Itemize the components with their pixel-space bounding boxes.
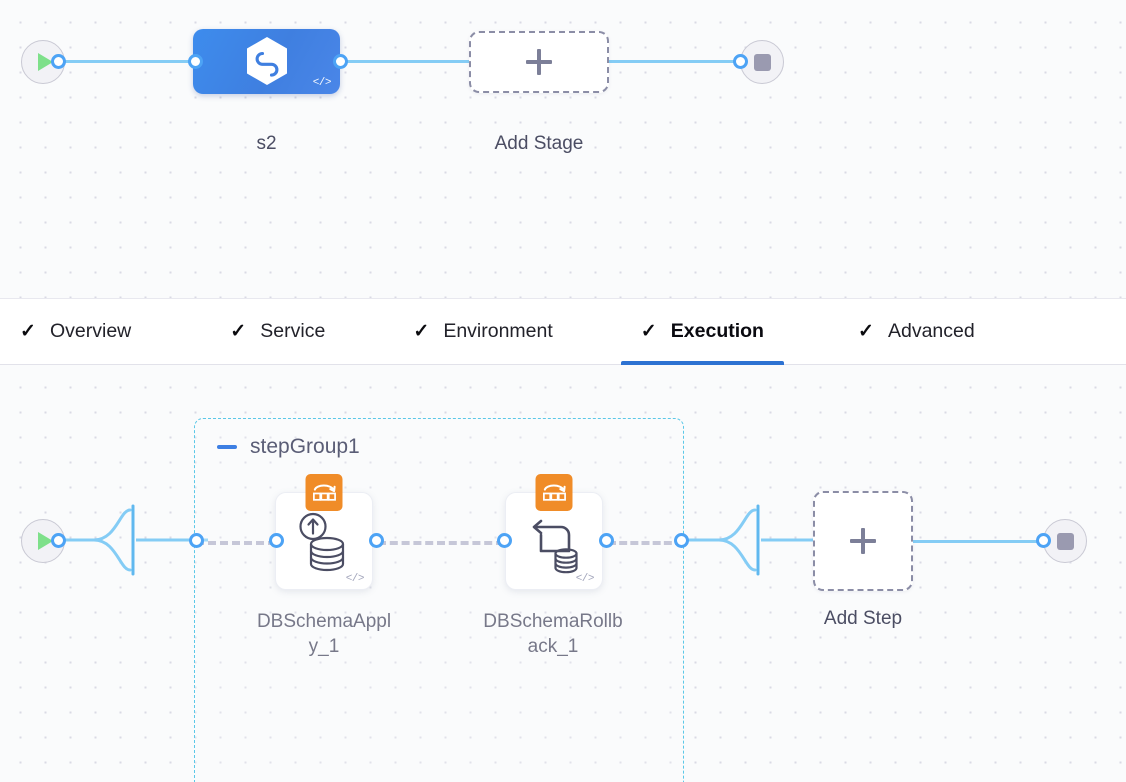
check-icon: ✓ — [640, 321, 657, 342]
add-step-node[interactable] — [813, 491, 913, 591]
tab-overview-label: Overview — [50, 320, 132, 342]
add-stage-label: Add Stage — [494, 133, 584, 154]
harness-hexagon-icon — [246, 36, 287, 85]
stage-node-in-port[interactable] — [188, 54, 203, 69]
tab-overview[interactable]: ✓ Overview — [20, 298, 131, 365]
step-group-1[interactable]: stepGroup1 — [194, 418, 684, 782]
edge-step2-to-group-out — [608, 541, 683, 545]
db-schema-migration-icon — [305, 474, 343, 511]
tab-service[interactable]: ✓ Service — [230, 298, 325, 365]
check-icon: ✓ — [857, 321, 874, 342]
execution-stop-in-port[interactable] — [1036, 533, 1051, 548]
step-node-dbschemaapply-label: DBSchemaAppl y_1 — [239, 609, 409, 659]
stage-node-out-port[interactable] — [333, 54, 348, 69]
pipeline-stage-canvas[interactable]: </> s2 Add Stage — [0, 0, 1126, 298]
connector-start-to-stepgroup — [58, 504, 208, 576]
check-icon: ✓ — [230, 321, 247, 342]
step-node-dbschemarollback-label: DBSchemaRollb ack_1 — [467, 609, 639, 659]
stage-code-badge: </> — [312, 77, 332, 89]
minus-icon[interactable] — [217, 445, 237, 449]
stop-node-in-port[interactable] — [733, 54, 748, 69]
tab-environment-label: Environment — [443, 320, 553, 342]
step-node-dbschemarollback[interactable]: </> — [505, 474, 603, 590]
database-rollback-arrow-icon — [532, 519, 578, 574]
db-schema-migration-icon — [535, 474, 573, 511]
stop-icon — [753, 53, 771, 71]
check-icon: ✓ — [20, 321, 36, 342]
add-step-label: Add Step — [823, 608, 903, 629]
execution-start-out-port[interactable] — [51, 533, 66, 548]
step-code-badge: </> — [345, 573, 365, 585]
edge-addstage-to-end — [603, 60, 753, 63]
tab-active-underline — [620, 361, 784, 365]
check-icon: ✓ — [413, 321, 430, 342]
database-apply-up-arrow-icon — [299, 512, 345, 572]
plus-icon — [526, 49, 552, 75]
add-stage-node[interactable] — [469, 31, 609, 93]
play-icon — [37, 532, 53, 550]
step-code-badge: </> — [575, 573, 595, 585]
step2-out-port[interactable] — [599, 533, 614, 548]
step1-out-port[interactable] — [369, 533, 384, 548]
step1-label-line2: y_1 — [308, 636, 340, 657]
play-icon — [37, 53, 53, 71]
connector-stepgroup-to-addstep — [683, 504, 823, 576]
start-node-out-port[interactable] — [51, 54, 66, 69]
tab-environment[interactable]: ✓ Environment — [413, 298, 552, 365]
stop-icon — [1056, 532, 1074, 550]
plus-icon — [850, 528, 876, 554]
stage-config-tabs[interactable]: ✓ Overview ✓ Service ✓ Environment ✓ Exe… — [0, 298, 1126, 365]
step1-label-line1: DBSchemaAppl — [256, 611, 392, 632]
stepgroup-in-port[interactable] — [189, 533, 204, 548]
tab-service-label: Service — [260, 320, 326, 342]
step-node-dbschemaapply[interactable]: </> — [275, 474, 373, 590]
stage-node-label: s2 — [256, 133, 277, 154]
tab-execution[interactable]: ✓ Execution — [620, 298, 784, 365]
tab-advanced[interactable]: ✓ Advanced — [858, 298, 975, 365]
step-group-header[interactable]: stepGroup1 — [217, 435, 360, 459]
edge-start-to-stage — [55, 60, 205, 63]
tab-advanced-label: Advanced — [887, 320, 975, 342]
edge-addstep-to-end — [913, 540, 1043, 543]
execution-steps-canvas[interactable]: stepGroup1 — [0, 365, 1126, 782]
edge-stage-to-addstage — [335, 60, 475, 63]
step2-label-line2: ack_1 — [527, 636, 579, 657]
step2-label-line1: DBSchemaRollb — [483, 611, 623, 632]
step1-in-port[interactable] — [269, 533, 284, 548]
step2-in-port[interactable] — [497, 533, 512, 548]
edge-group-in-to-step1 — [196, 541, 276, 545]
stepgroup-out-port[interactable] — [674, 533, 689, 548]
tab-execution-label: Execution — [670, 320, 764, 342]
edge-step1-to-step2 — [378, 541, 504, 545]
stage-node-s2[interactable]: </> — [193, 29, 340, 94]
step-group-title: stepGroup1 — [250, 435, 360, 458]
